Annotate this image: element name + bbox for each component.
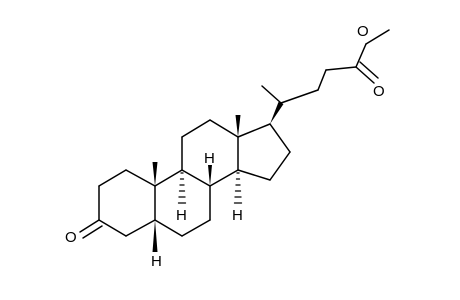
bond — [237, 169, 271, 181]
oxygen-ester-single-label: O — [357, 23, 369, 40]
bond — [181, 219, 211, 237]
double-bond — [79, 219, 100, 233]
side-chain — [261, 29, 390, 124]
bond — [209, 119, 239, 138]
bond — [181, 119, 211, 138]
ring-a — [79, 169, 156, 239]
bond — [181, 169, 211, 187]
hydrogen-c9-label: H — [176, 207, 187, 224]
h-wedge-c8 — [208, 165, 212, 186]
oxygen-ester-double-label: O — [373, 83, 385, 100]
h-wedge-c5 — [152, 220, 158, 252]
bond — [98, 219, 127, 237]
h-hash-c9 — [177, 172, 187, 204]
ring-b — [154, 169, 211, 237]
bond — [125, 219, 156, 237]
double-bond — [359, 61, 379, 79]
hydrogen-c14-label: H — [232, 207, 243, 224]
bond — [237, 123, 271, 138]
ring-c — [181, 119, 239, 187]
bond — [209, 169, 239, 187]
bond — [261, 85, 282, 104]
bond — [98, 169, 127, 187]
bond — [280, 89, 319, 104]
bond — [355, 43, 367, 68]
hydrogen-c5-label: H — [151, 253, 162, 270]
methyl-wedge-c10 — [152, 162, 158, 186]
bond — [365, 29, 390, 45]
bond — [154, 219, 183, 237]
methyl-wedge-c13 — [235, 115, 241, 137]
bond — [269, 151, 291, 181]
oxygen-ketone-label: O — [65, 229, 77, 246]
bond — [325, 66, 357, 71]
double-bond — [82, 225, 103, 239]
ring-d — [237, 123, 291, 181]
h-hash-c14 — [233, 172, 243, 204]
bond — [154, 169, 183, 187]
bond — [317, 69, 327, 91]
bond — [125, 169, 156, 187]
double-bond — [355, 66, 375, 84]
bond — [269, 123, 291, 153]
side-chain-wedge — [270, 102, 284, 124]
hydrogen-c8-label: H — [204, 150, 215, 167]
